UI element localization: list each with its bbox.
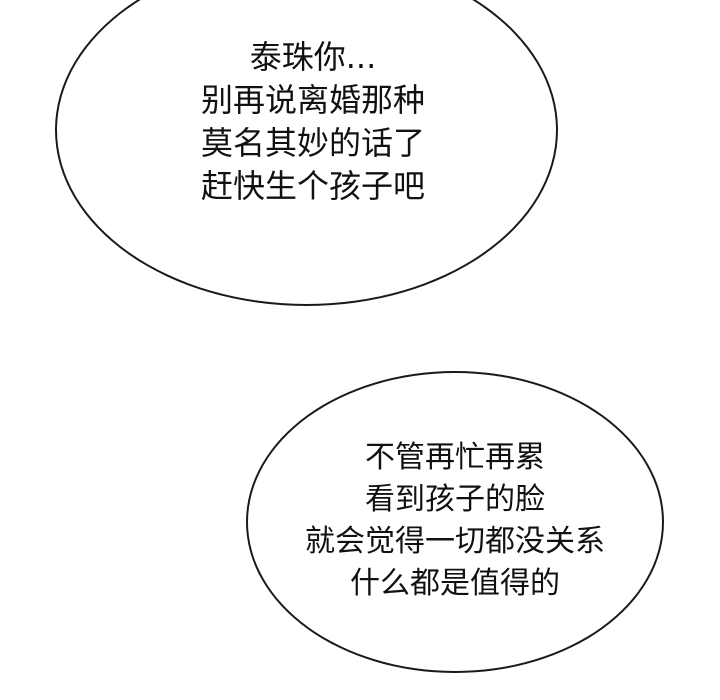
dialogue-line: 别再说离婚那种: [200, 81, 425, 119]
dialogue-line: 赶快生个孩子吧: [200, 167, 425, 205]
dialogue-line: 看到孩子的脸: [365, 482, 545, 517]
dialogue-line: 不管再忙再累: [365, 440, 545, 475]
speech-bubble-top: [55, 0, 558, 306]
speech-text-bottom: 不管再忙再累 看到孩子的脸 就会觉得一切都没关系 什么都是值得的: [246, 437, 664, 605]
speech-text-top: 泰珠你... 别再说离婚那种 莫名其妙的话了 赶快生个孩子吧: [0, 36, 626, 208]
dialogue-line: 莫名其妙的话了: [200, 124, 425, 162]
dialogue-line: 泰珠你...: [249, 38, 377, 76]
speech-bubble-bottom: [246, 371, 664, 673]
dialogue-line: 就会觉得一切都没关系: [305, 524, 605, 559]
dialogue-line: 什么都是值得的: [350, 566, 560, 601]
